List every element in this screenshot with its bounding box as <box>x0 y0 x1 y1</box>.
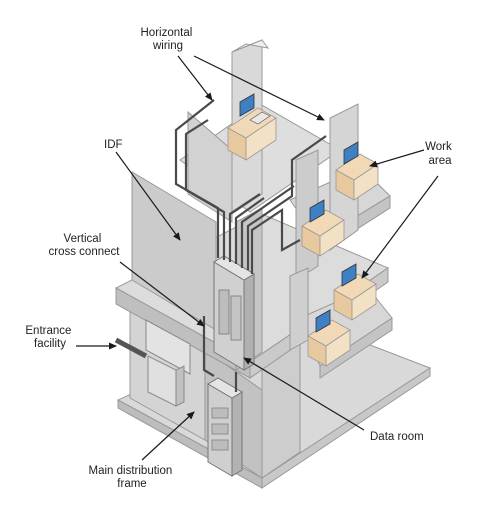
ground-slab-edge-right <box>261 367 431 489</box>
monitor <box>341 263 357 287</box>
mdf-rack-unit <box>211 407 229 419</box>
vertical-cable <box>240 185 295 268</box>
workstation <box>333 263 377 321</box>
idf-rack-panel <box>218 289 230 335</box>
work-area-leader <box>369 149 425 168</box>
desk-side <box>353 163 379 201</box>
data-room-leader <box>243 357 365 431</box>
vertical-cross-connect-leader <box>119 261 205 327</box>
data-room-label: Data room <box>370 431 424 443</box>
idf-rack-panel <box>230 295 242 341</box>
upper-back-wall <box>187 110 233 223</box>
mdf-leader <box>141 411 195 461</box>
horizontal-wiring-leader <box>177 55 213 101</box>
work-areas <box>227 93 379 367</box>
horizontal-wiring-cable <box>250 207 301 274</box>
desk-side <box>319 219 345 257</box>
horizontal-wiring-label: Horizontal wiring <box>141 27 196 52</box>
vertical-cable <box>174 99 220 258</box>
desk-side <box>325 329 351 367</box>
leader-lines <box>76 55 439 461</box>
equipment <box>114 255 255 477</box>
monitor <box>309 199 325 223</box>
monitor <box>343 141 359 165</box>
work-area-leader <box>361 175 439 279</box>
upper-tall-wall-cap <box>231 39 270 53</box>
work-area-label: Work area <box>425 141 455 167</box>
workstation <box>335 141 379 201</box>
idf-label: IDF <box>104 139 123 151</box>
idf-leader <box>115 151 181 241</box>
entrance-conduit <box>114 337 148 359</box>
mdf-rack-unit <box>211 423 229 435</box>
building <box>114 39 432 489</box>
workstation <box>301 199 345 257</box>
idf-rack-top <box>213 255 255 281</box>
wall-panel <box>145 319 191 375</box>
mdf-rack-top <box>207 377 243 399</box>
labels: Horizontal wiring IDF Work area Vertical… <box>25 27 455 490</box>
monitor <box>315 309 331 333</box>
monitor <box>239 93 255 117</box>
vertical-cable <box>234 197 265 264</box>
entrance-box-side <box>175 365 185 407</box>
right-lower-slab-face <box>319 317 393 379</box>
entrance-facility-label: Entrance facility <box>25 325 74 350</box>
riser-cable <box>202 316 215 377</box>
horizontal-wiring-leader <box>193 55 325 121</box>
main-distribution-frame-label: Main distribution frame <box>89 465 176 490</box>
keyboard <box>249 111 271 125</box>
mdf-rack-unit <box>211 439 229 451</box>
workstation <box>227 93 277 161</box>
lower-right-divider <box>289 267 309 351</box>
desk-side <box>351 283 377 321</box>
vertical-cross-connect-label: Vertical cross connect <box>49 233 121 258</box>
desk-side <box>245 117 277 161</box>
cables <box>174 99 327 392</box>
idf-rack-side <box>243 273 255 371</box>
mdf-rack-side <box>231 391 243 477</box>
workstation <box>307 309 351 367</box>
horizontal-wiring-cable <box>246 135 327 270</box>
vertical-cable <box>228 193 261 262</box>
